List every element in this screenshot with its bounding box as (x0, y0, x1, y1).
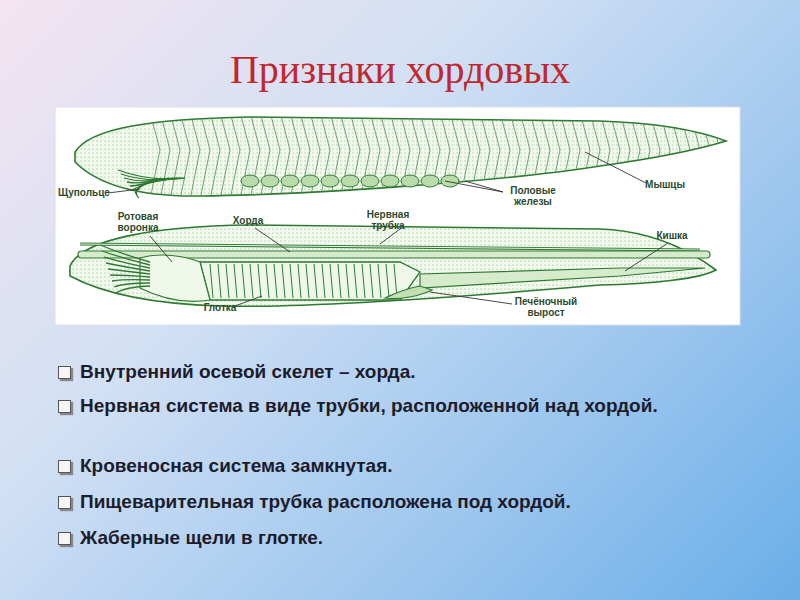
white-panel (55, 107, 740, 325)
bullet-text: Пищеварительная трубка расположена под х… (80, 490, 760, 515)
part-label: Щупольце (58, 188, 108, 199)
bullet-text: Внутренний осевой скелет – хорда. (80, 360, 760, 385)
leader-lines (108, 152, 668, 306)
checkbox-bullet (58, 366, 71, 379)
checkbox-bullet (58, 532, 71, 545)
checkbox-bullet (58, 496, 71, 509)
part-label: Хорда (228, 216, 268, 227)
slide-title: Признаки хордовых (0, 48, 800, 92)
part-label: Кишка (650, 231, 694, 242)
part-label: Половые железы (503, 186, 563, 207)
upper-lancelet (75, 112, 730, 200)
part-label: Нервная трубка (360, 210, 416, 231)
bullet-text: Кровеносная система замкнутая. (80, 454, 760, 479)
part-label: Глотка (200, 303, 240, 314)
part-label: Ротовая воронка (108, 212, 168, 233)
lower-lancelet (70, 225, 716, 306)
part-label: Мышцы (640, 180, 690, 191)
checkbox-bullet (58, 400, 71, 413)
bullet-text: Нервная система в виде трубки, расположе… (80, 394, 760, 419)
bullet-text: Жаберные щели в глотке. (80, 526, 760, 551)
checkbox-bullet (58, 460, 71, 473)
part-label: Печёночный вырост (510, 297, 582, 318)
